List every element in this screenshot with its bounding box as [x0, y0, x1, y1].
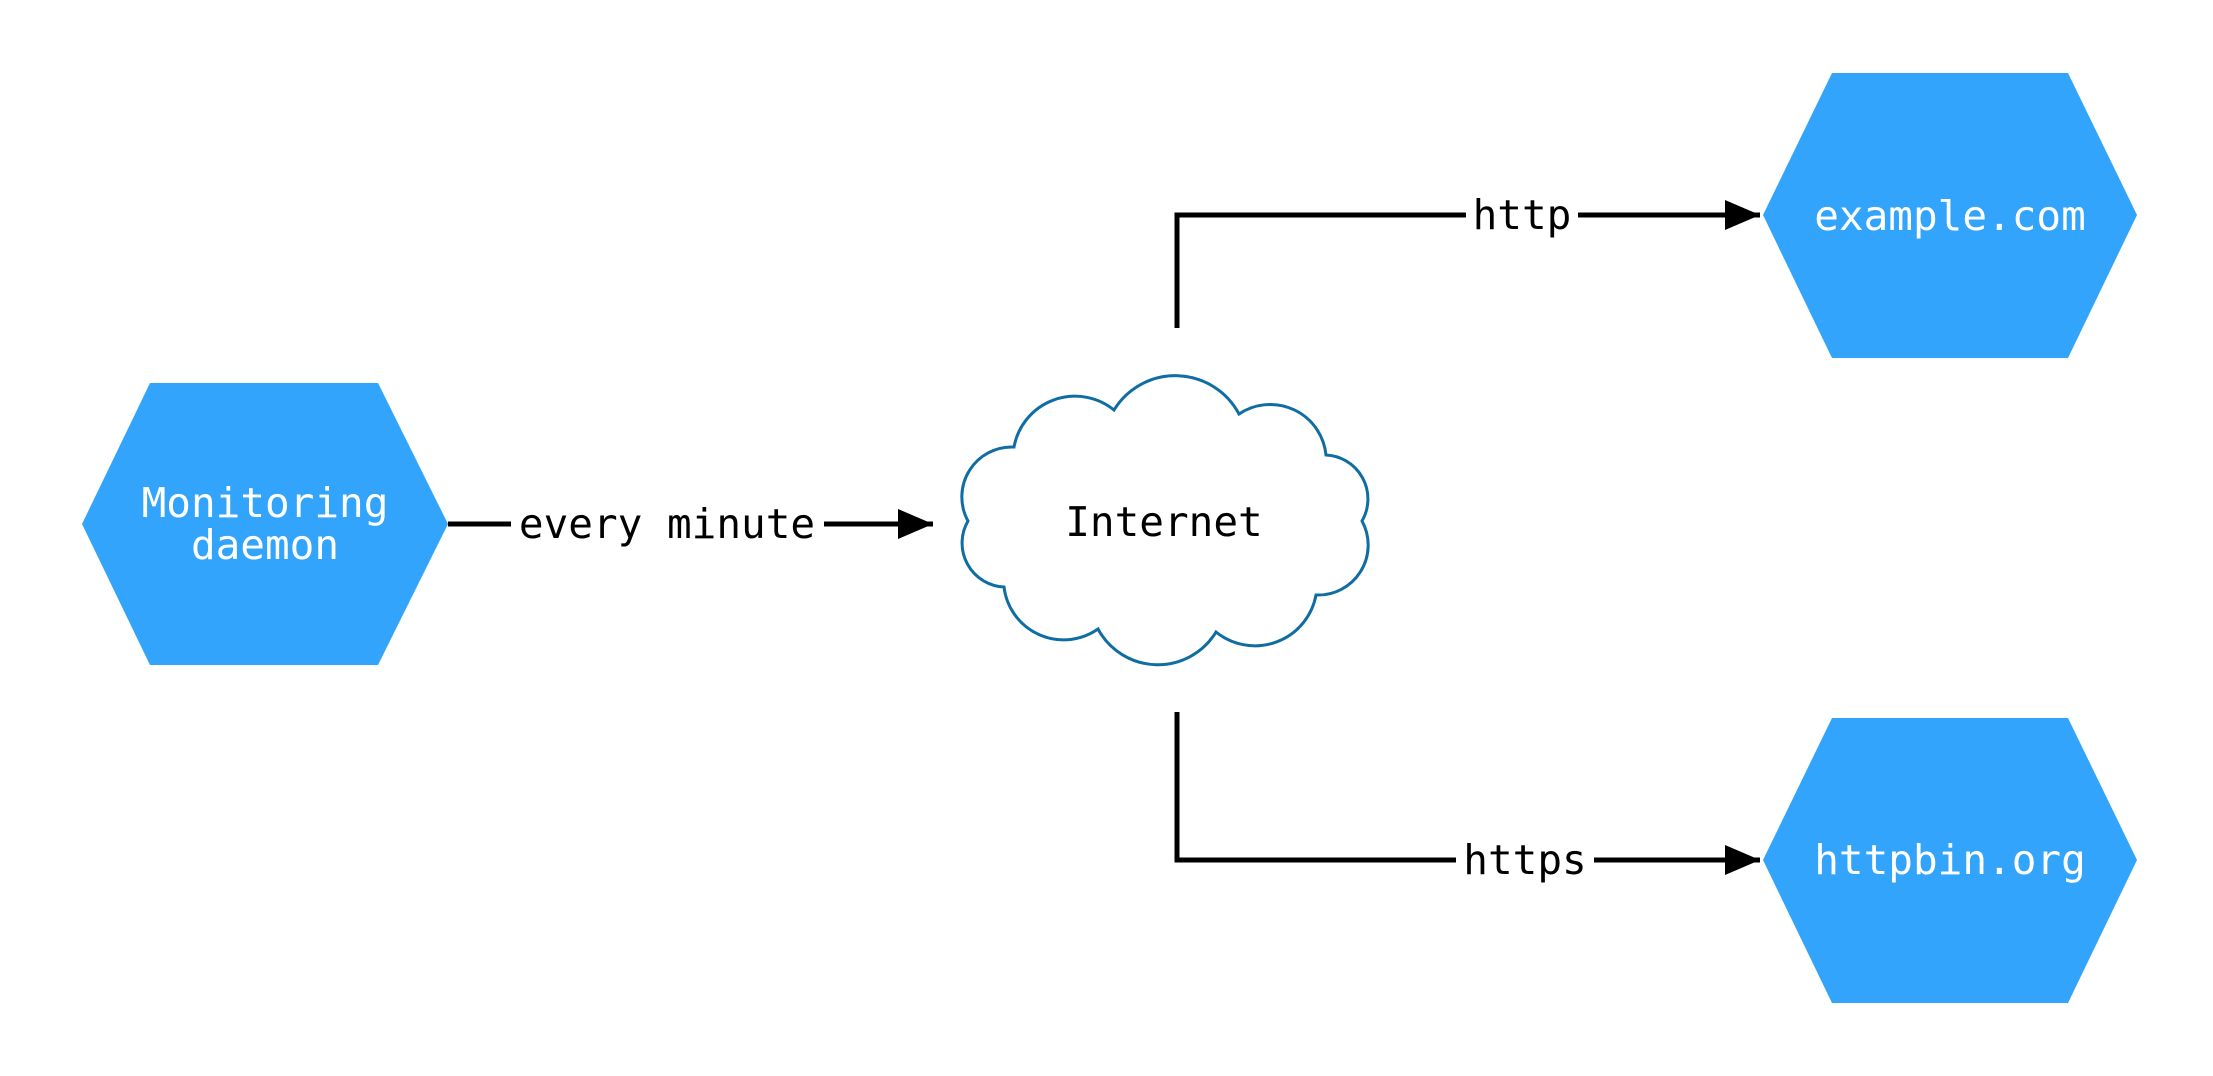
node-monitoring-daemon: Monitoring daemon: [82, 383, 448, 665]
hexagon-shape-httpbin-org: [1763, 718, 2137, 1003]
node-label-daemon: daemon: [191, 521, 339, 569]
edge-label-every-minute: every minute: [519, 500, 815, 548]
cloud-shape-internet: [960, 374, 1370, 667]
edge-line-elbow: [1174, 712, 1456, 863]
node-httpbin-org: httpbin.org: [1763, 718, 2137, 1003]
edge-line-elbow: [1174, 212, 1466, 328]
hexagon-shape-example-com: [1763, 73, 2137, 358]
node-label-httpbin-org: httpbin.org: [1814, 836, 2086, 884]
edge-internet-to-httpbin: https: [1174, 712, 1760, 884]
node-example-com: example.com: [1763, 73, 2137, 358]
hexagon-shape-monitoring-daemon: [82, 383, 448, 665]
edge-label-http: http: [1473, 191, 1572, 239]
node-internet: Internet: [960, 374, 1370, 667]
edge-daemon-to-internet: every minute: [448, 500, 933, 548]
edge-internet-to-example: http: [1174, 191, 1760, 328]
node-label-internet: Internet: [1065, 498, 1262, 546]
edge-label-https: https: [1463, 836, 1586, 884]
node-label-example-com: example.com: [1814, 192, 2086, 240]
node-label-monitoring: Monitoring: [142, 479, 389, 527]
